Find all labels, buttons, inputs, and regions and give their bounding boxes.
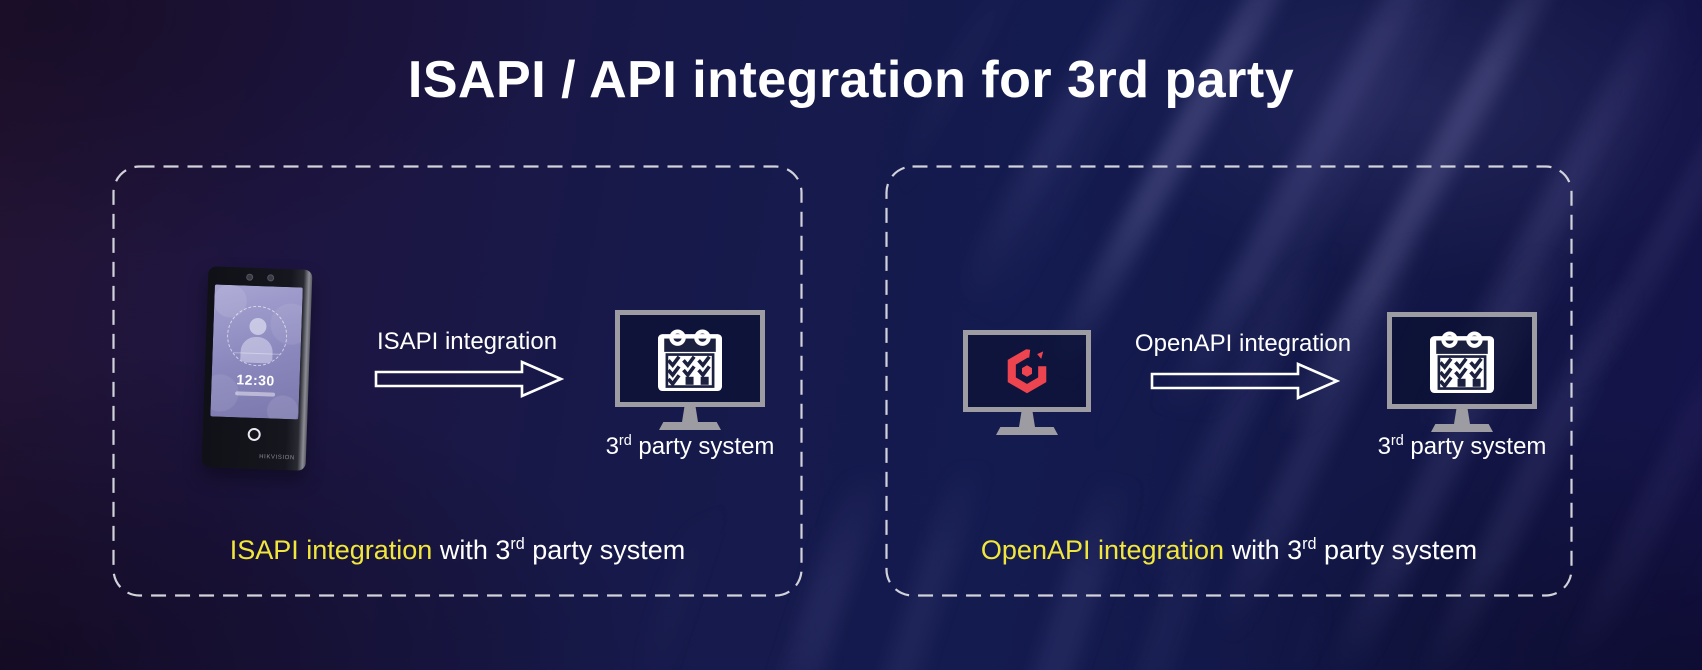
monitor-base bbox=[996, 427, 1058, 435]
monitor-frame bbox=[615, 310, 765, 407]
device-date-line bbox=[235, 391, 276, 397]
openapi-caption: OpenAPI integration with 3rd party syste… bbox=[980, 535, 1478, 565]
third-party-monitor bbox=[615, 310, 765, 430]
camera-dots bbox=[208, 272, 312, 283]
calendar-checklist-icon bbox=[658, 328, 722, 391]
face-recognition-terminal: 12:30 HIKVISION bbox=[201, 266, 313, 471]
monitor-base bbox=[1431, 424, 1493, 432]
third-party-monitor bbox=[1387, 312, 1537, 432]
flow-arrow-icon bbox=[374, 360, 564, 398]
device-brand: HIKVISION bbox=[259, 454, 295, 462]
openapi-panel: OpenAPI integration bbox=[885, 165, 1573, 597]
monitor-frame bbox=[963, 330, 1091, 412]
isapi-arrow-label: ISAPI integration bbox=[376, 328, 558, 355]
isapi-caption: ISAPI integration with 3rd party system bbox=[229, 535, 686, 565]
hikcentral-hexagon-icon bbox=[1004, 348, 1050, 394]
monitor-stand bbox=[1019, 412, 1035, 427]
flow-arrow-icon bbox=[1150, 362, 1340, 400]
background-swirl bbox=[1050, 180, 1702, 670]
dashed-border bbox=[885, 165, 1573, 597]
third-party-system-label: 3rd party system bbox=[605, 433, 775, 460]
openapi-arrow-label: OpenAPI integration bbox=[1134, 330, 1352, 357]
calendar-checklist-icon bbox=[1430, 330, 1494, 393]
isapi-panel: 12:30 HIKVISION ISAPI integration bbox=[112, 165, 803, 597]
face-scan-ring-icon bbox=[226, 304, 289, 368]
third-party-system-label: 3rd party system bbox=[1377, 433, 1547, 460]
dashed-border bbox=[112, 165, 803, 597]
device-chin: HIKVISION bbox=[209, 416, 298, 463]
monitor-stand bbox=[1454, 409, 1470, 424]
background-glow bbox=[1000, 0, 1702, 360]
page-title: ISAPI / API integration for 3rd party bbox=[407, 51, 1295, 109]
background-swirl bbox=[560, 420, 1380, 670]
device-screen: 12:30 bbox=[210, 284, 303, 420]
monitor-frame bbox=[1387, 312, 1537, 409]
monitor-base bbox=[659, 422, 721, 430]
device-clock: 12:30 bbox=[236, 371, 276, 389]
background-swirl bbox=[870, 0, 1702, 500]
platform-monitor bbox=[963, 330, 1091, 435]
device-button-icon bbox=[246, 427, 261, 442]
monitor-stand bbox=[682, 407, 698, 422]
